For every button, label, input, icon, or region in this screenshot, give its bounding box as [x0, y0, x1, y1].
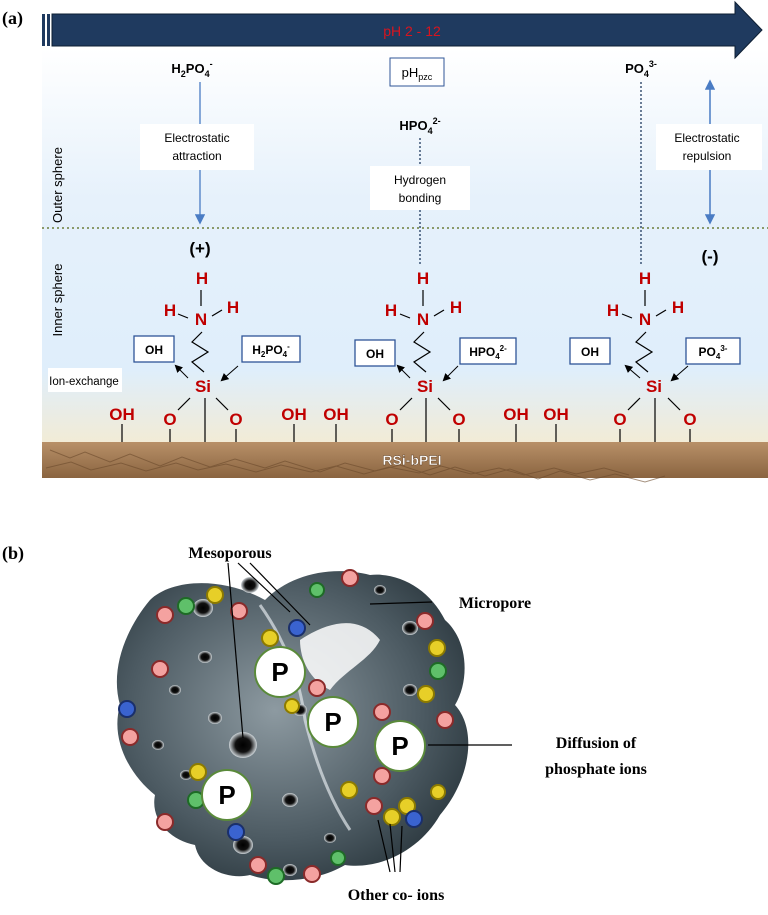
svg-text:H: H — [417, 269, 429, 288]
micropore-label: Micropore — [459, 595, 531, 612]
svg-text:O: O — [163, 410, 176, 429]
oh-box-1 — [133, 335, 175, 363]
hpo4-box — [459, 337, 517, 365]
h2po4-box — [241, 335, 301, 363]
svg-text:Si: Si — [417, 377, 433, 396]
svg-text:H: H — [450, 298, 462, 317]
svg-text:N: N — [639, 310, 651, 329]
attraction-line2: attraction — [172, 149, 221, 163]
svg-text:OH: OH — [543, 405, 569, 424]
outer-sphere-label: Outer sphere — [50, 147, 65, 223]
svg-text:Si: Si — [646, 377, 662, 396]
hbond-line1: Hydrogen — [394, 173, 446, 187]
ion-exchange-label: Ion-exchange — [49, 376, 119, 388]
positive-charge: (+) — [189, 239, 210, 258]
panel-a-label: (a) — [2, 8, 23, 29]
substrate-layer — [42, 442, 768, 478]
phpzc-label: pHpzc — [402, 65, 433, 82]
oh-box-3 — [569, 337, 611, 365]
phpzc-box — [389, 57, 445, 87]
amine-group-2: H N H H Si O O — [385, 269, 466, 442]
po4-label: PO43- — [625, 59, 657, 79]
svg-text:O: O — [385, 410, 398, 429]
svg-text:PO43-: PO43- — [699, 344, 728, 361]
leader-lines — [227, 562, 512, 873]
hbond-box — [370, 166, 470, 210]
phosphate-p-4: P — [218, 780, 235, 810]
svg-text:H: H — [196, 269, 208, 288]
co-ions — [118, 569, 454, 885]
panel-b-label: (b) — [2, 543, 24, 564]
repulsion-line2: repulsion — [683, 149, 732, 163]
po4-box — [685, 337, 741, 365]
attraction-box — [140, 124, 254, 170]
phosphate-p-3: P — [391, 731, 408, 761]
ph-arrow — [42, 0, 763, 60]
diffusion-line2: phosphate ions — [545, 761, 647, 778]
svg-text:OH: OH — [145, 343, 163, 357]
svg-text:O: O — [452, 410, 465, 429]
svg-text:N: N — [417, 310, 429, 329]
amine-group-3: H N H H Si O O — [607, 269, 697, 442]
svg-text:H: H — [607, 301, 619, 320]
hpo4-label: HPO42- — [399, 116, 440, 136]
svg-text:H: H — [164, 301, 176, 320]
svg-text:H2PO4-: H2PO4- — [252, 342, 290, 359]
substrate-label: RSi-bPEI — [382, 452, 441, 468]
repulsion-line1: Electrostatic — [674, 131, 739, 145]
svg-text:OH: OH — [581, 345, 599, 359]
pores — [152, 577, 418, 876]
phosphate-ions — [201, 646, 426, 821]
svg-text:HPO42-: HPO42- — [469, 344, 507, 361]
svg-text:OH: OH — [503, 405, 529, 424]
svg-text:OH: OH — [366, 347, 384, 361]
phosphate-p-1: P — [271, 657, 288, 687]
hbond-line2: bonding — [399, 191, 442, 205]
svg-text:OH: OH — [109, 405, 135, 424]
amine-group-1: H N H H Si O O — [163, 269, 243, 442]
co-ions-label: Other co- ions — [348, 887, 445, 904]
svg-text:Si: Si — [195, 377, 211, 396]
svg-text:O: O — [683, 410, 696, 429]
panel-a-background — [42, 48, 768, 478]
phosphate-p-2: P — [324, 707, 341, 737]
svg-text:O: O — [613, 410, 626, 429]
ion-exchange-box — [48, 368, 122, 392]
h2po4-label: H2PO4- — [171, 59, 212, 79]
ph-range-label: pH 2 - 12 — [383, 23, 441, 39]
negative-charge: (-) — [702, 247, 719, 266]
svg-text:H: H — [227, 298, 239, 317]
repulsion-box — [656, 124, 762, 170]
svg-text:OH: OH — [323, 405, 349, 424]
oh-box-2 — [354, 339, 396, 367]
svg-text:OH: OH — [281, 405, 307, 424]
surface-hydroxyls: OH OH OH OH OH — [109, 405, 569, 442]
svg-text:H: H — [385, 301, 397, 320]
svg-text:N: N — [195, 310, 207, 329]
svg-text:O: O — [229, 410, 242, 429]
diffusion-line1: Diffusion of — [556, 735, 637, 752]
mesoporous-label: Mesoporous — [188, 545, 271, 562]
inner-sphere-label: Inner sphere — [50, 264, 65, 337]
svg-text:H: H — [639, 269, 651, 288]
attraction-line1: Electrostatic — [164, 131, 229, 145]
svg-text:H: H — [672, 298, 684, 317]
